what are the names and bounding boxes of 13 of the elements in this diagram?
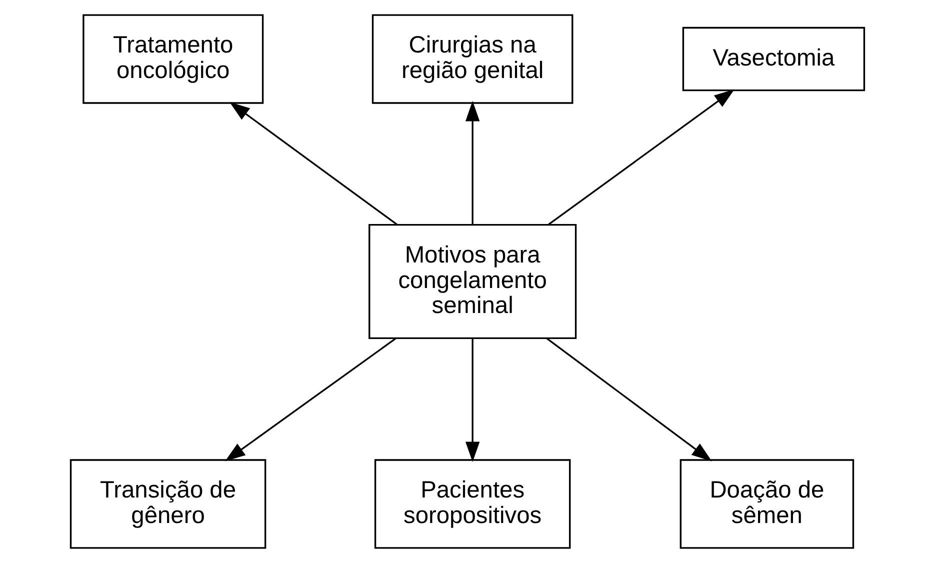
arrow bbox=[464, 338, 480, 462]
node-box: Pacientes soropositivos bbox=[374, 459, 570, 549]
node-box: Tratamento oncológico bbox=[82, 14, 264, 104]
node-box: Doação de sêmen bbox=[679, 459, 854, 549]
arrow bbox=[546, 338, 712, 462]
node-box: Vasectomia bbox=[682, 26, 865, 92]
node-box: Cirurgias na região genital bbox=[371, 14, 573, 104]
arrow bbox=[224, 338, 396, 462]
node-box: Motivos para congelamento seminal bbox=[368, 224, 576, 340]
arrow bbox=[464, 100, 480, 225]
arrow bbox=[229, 102, 398, 226]
node-box: Transição de gênero bbox=[69, 459, 266, 549]
arrow bbox=[548, 89, 734, 226]
